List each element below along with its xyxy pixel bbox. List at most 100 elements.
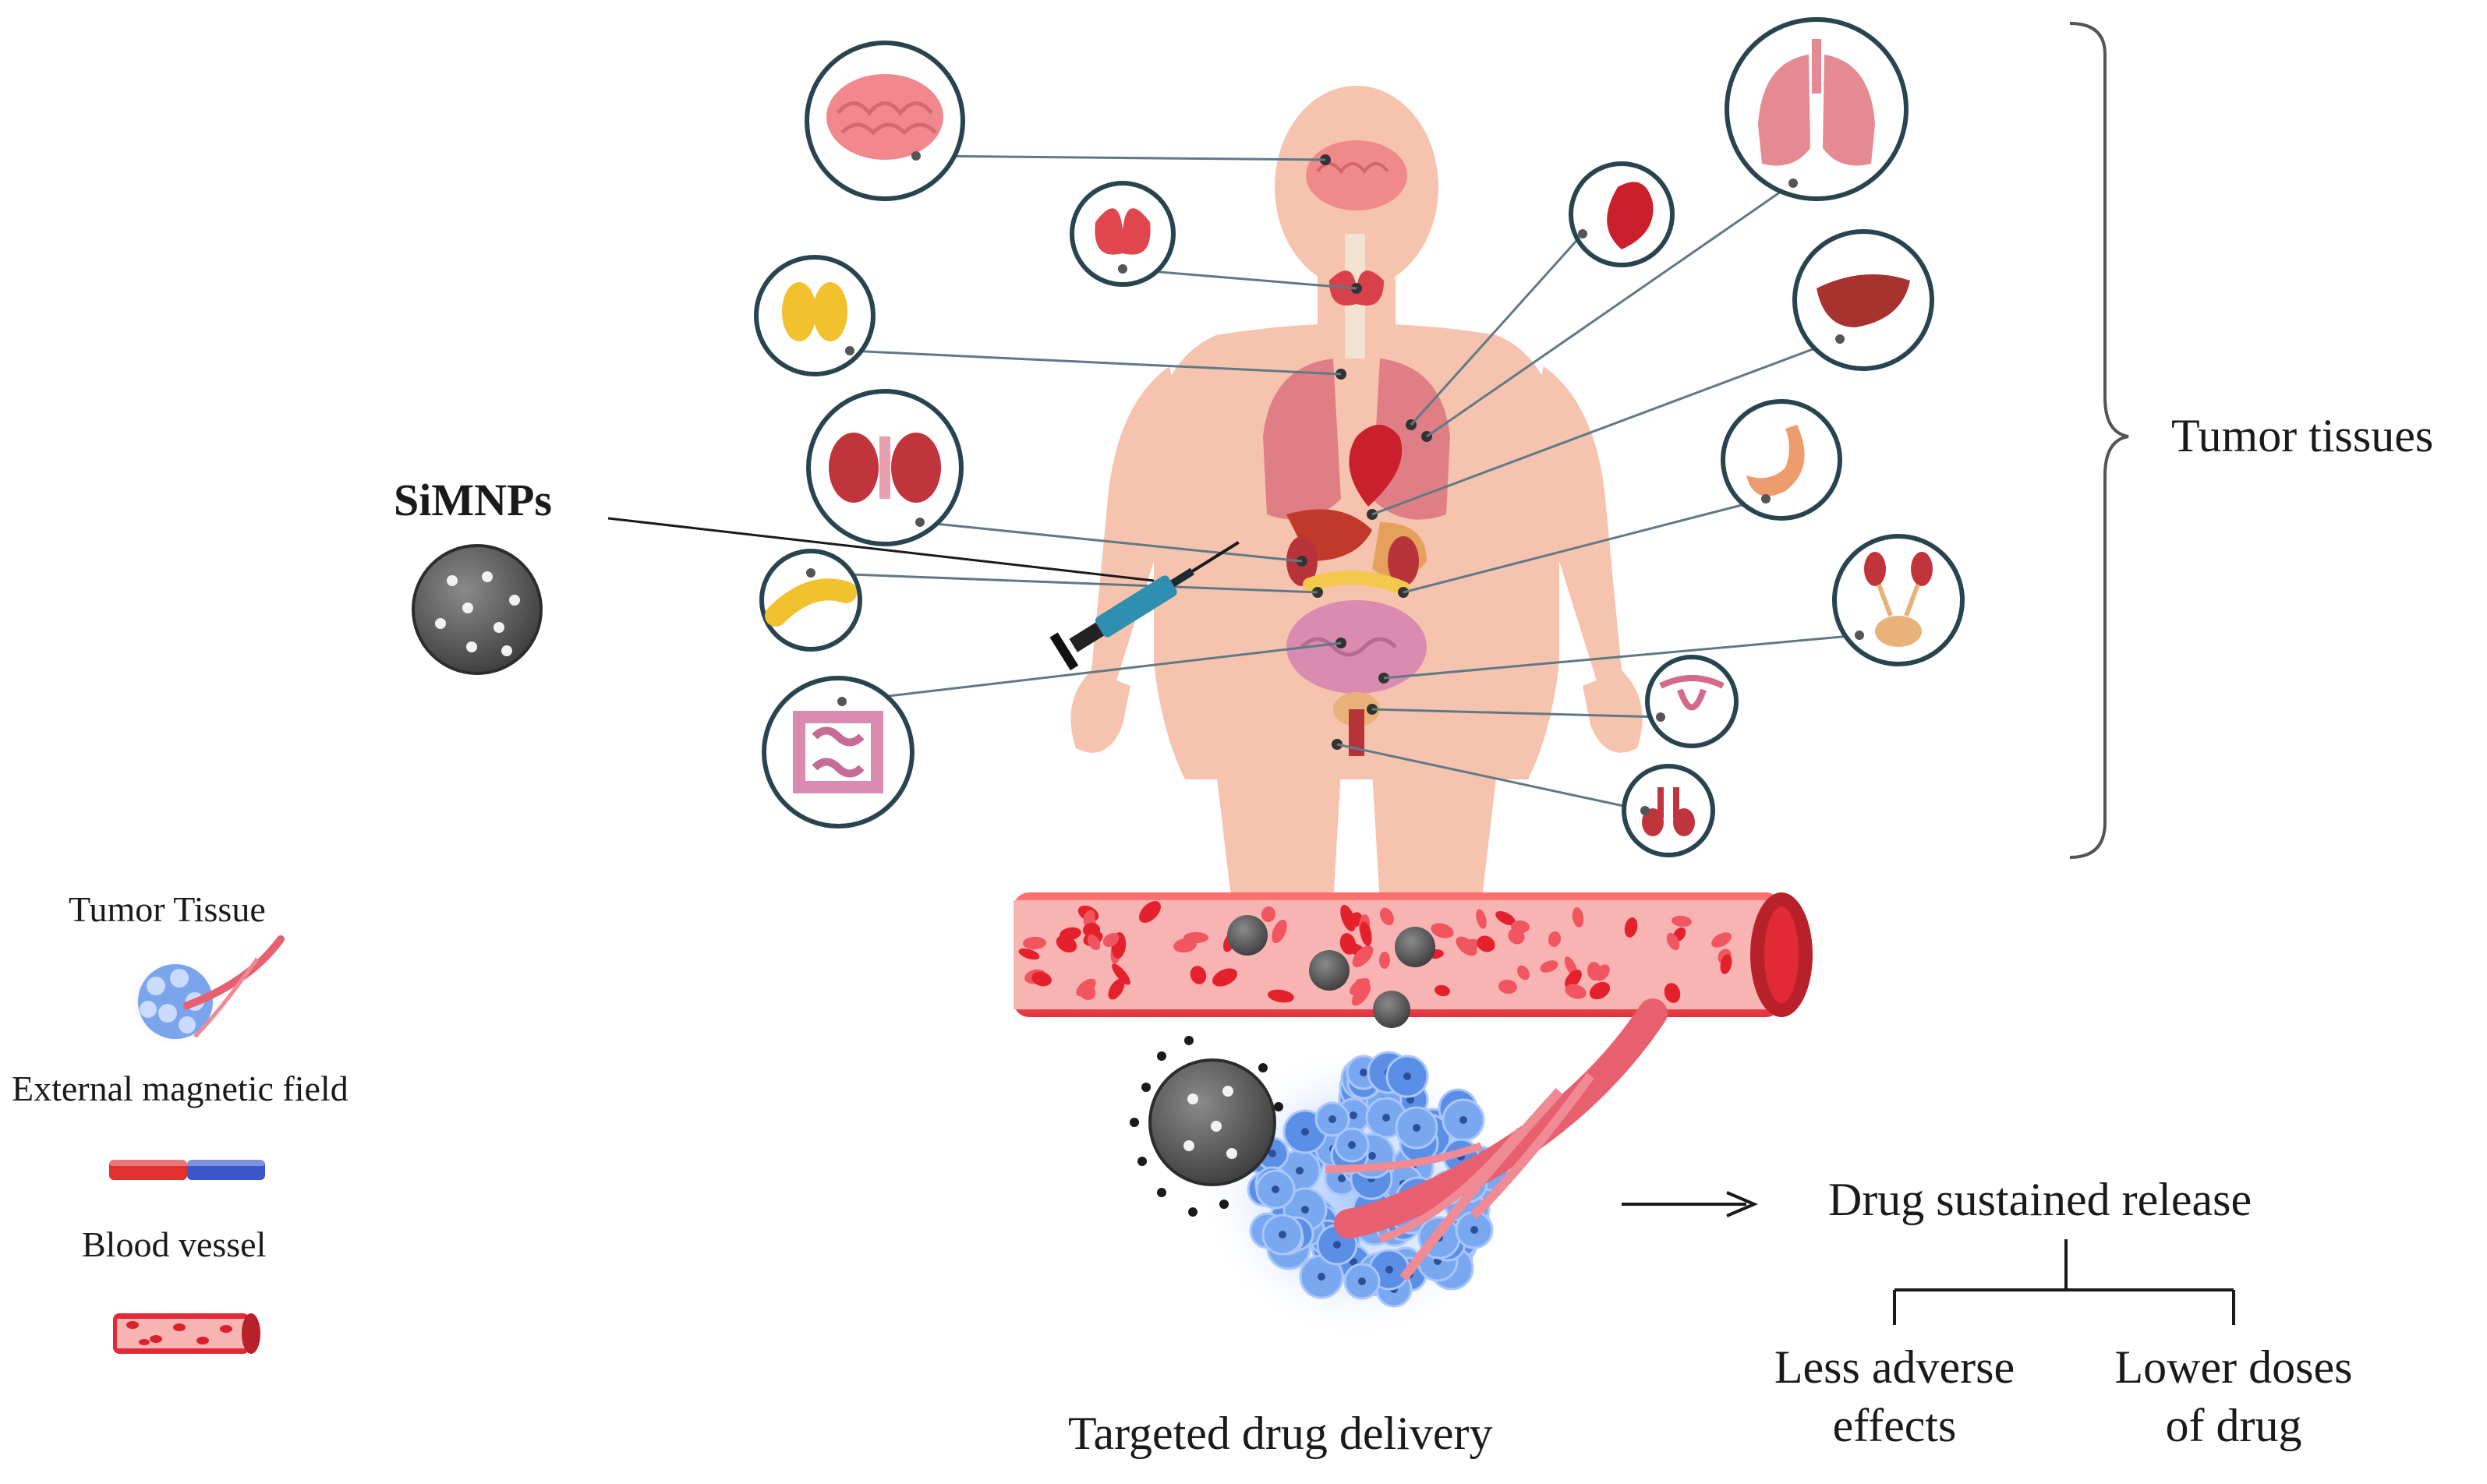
tumor-cell-nucleus	[1368, 1152, 1376, 1160]
red-blood-cell	[1624, 917, 1638, 938]
organ-circle-pancreas	[759, 549, 862, 652]
red-blood-cell	[1060, 927, 1081, 941]
blood-vessel-large	[1014, 892, 1813, 1028]
red-blood-cell	[1087, 934, 1101, 951]
organ-circle-testis	[1622, 764, 1715, 857]
organ-circle-bladder	[1832, 534, 1965, 666]
legend-tumor-tissue-icon	[125, 935, 285, 1048]
organ-circle-intestine	[762, 676, 914, 829]
red-blood-cell	[1587, 962, 1602, 980]
red-blood-cell	[1540, 960, 1558, 973]
simnps-pointer-line	[607, 517, 1155, 582]
organ-circle-stomach	[1721, 399, 1842, 521]
red-blood-cell	[1031, 971, 1052, 987]
tumor-cell-nucleus	[1272, 1185, 1279, 1193]
red-blood-cell	[1565, 970, 1582, 988]
tumor-cell-nucleus	[1301, 1128, 1309, 1136]
red-blood-cell	[1272, 919, 1287, 944]
tumor-cell-nucleus	[1333, 1241, 1341, 1249]
tumor-cell-nucleus	[1382, 1114, 1390, 1122]
red-blood-cell	[1268, 989, 1294, 1003]
nanoparticle-icon	[412, 544, 543, 675]
tumor-cell-nucleus	[1470, 1226, 1478, 1234]
organ-circle-lungs	[1725, 17, 1909, 201]
tumor-cell-nucleus	[1403, 1072, 1411, 1080]
organ-circle-liver	[1792, 229, 1934, 371]
less-adverse-line1: Less adverse	[1774, 1341, 2015, 1393]
tumor-cell-nucleus	[1296, 1167, 1304, 1175]
organ-circle-heart	[1569, 161, 1675, 267]
lower-doses-line2: of drug	[2165, 1400, 2302, 1451]
tumor-cell-nucleus	[1350, 1111, 1357, 1119]
tumor-cell-nucleus	[1350, 1258, 1357, 1266]
red-blood-cell	[1112, 963, 1130, 985]
red-blood-cell	[1339, 933, 1357, 955]
legend-magnet-icon	[109, 1160, 265, 1180]
tumor-cell-nucleus	[1406, 1096, 1414, 1104]
red-blood-cell	[1498, 979, 1517, 995]
tumor-cell-nucleus	[1358, 1277, 1366, 1285]
red-blood-cell	[1018, 948, 1040, 960]
legend-magnetic-field-label: External magnetic field	[12, 1069, 348, 1108]
tumor-tissues-label: Tumor tissues	[2171, 410, 2434, 461]
red-blood-cell	[1352, 945, 1374, 967]
red-blood-cell	[1139, 901, 1161, 923]
tumor-tissue-large	[1130, 998, 1668, 1341]
legend-tumor-tissue-label: Tumor Tissue	[69, 889, 266, 929]
simnps-label: SiMNPs	[394, 475, 552, 525]
red-blood-cell	[1261, 906, 1276, 922]
tumor-cell-nucleus	[1459, 1116, 1467, 1124]
red-blood-cell	[1548, 931, 1562, 947]
red-blood-cell	[1565, 984, 1587, 999]
red-blood-cell	[1077, 983, 1096, 1000]
red-blood-cell	[1108, 978, 1125, 1000]
red-blood-cell	[1572, 907, 1584, 928]
red-blood-cell	[1023, 936, 1046, 950]
red-blood-cell	[1431, 923, 1454, 938]
organ-circle-brain	[805, 41, 965, 201]
red-blood-cell	[1711, 932, 1732, 948]
red-blood-cell	[1476, 909, 1487, 929]
less-adverse-line2: effects	[1832, 1400, 1957, 1451]
sustained-release-label: Drug sustained release	[1828, 1174, 2252, 1225]
red-blood-cell	[1378, 952, 1391, 969]
tumor-cell-nucleus	[1318, 1273, 1325, 1281]
human-body	[1070, 86, 1643, 904]
organ-circle-thyroid	[1070, 181, 1176, 287]
tumor-cell-nucleus	[1328, 1115, 1336, 1123]
release-arrow	[1622, 1191, 1759, 1217]
red-blood-cell	[1666, 932, 1680, 951]
red-blood-cell	[1212, 968, 1237, 987]
red-blood-cell	[1511, 920, 1530, 934]
tumor-cell-nucleus	[1279, 1231, 1286, 1238]
red-blood-cell	[1477, 935, 1495, 952]
outcome-tree	[1893, 1239, 2235, 1325]
organ-circle-uterus	[1645, 655, 1739, 748]
tumor-cell-nucleus	[1348, 1141, 1356, 1149]
syringe-icon	[1049, 541, 1240, 671]
red-blood-cell	[1589, 981, 1611, 1000]
red-blood-cell	[1435, 984, 1450, 997]
tumor-tissues-bracket	[2069, 22, 2129, 859]
red-blood-cell	[1380, 907, 1394, 926]
red-blood-cell	[1102, 933, 1120, 947]
red-blood-cell	[1190, 966, 1207, 984]
red-blood-cell	[1664, 983, 1681, 1003]
red-blood-cell	[1340, 904, 1356, 932]
legend-blood-vessel-icon	[113, 1313, 260, 1354]
leader-lines	[810, 154, 1860, 812]
red-blood-cell	[1360, 921, 1372, 946]
red-blood-cell	[1495, 910, 1516, 926]
targeted-delivery-label: Targeted drug delivery	[1068, 1408, 1493, 1459]
organ-circle-kidney	[806, 389, 964, 546]
red-blood-cell	[1672, 915, 1692, 928]
legend-blood-vessel-label: Blood vessel	[82, 1224, 267, 1264]
tumor-cell-nucleus	[1338, 1175, 1346, 1182]
tumor-cell-nucleus	[1385, 1266, 1393, 1274]
red-blood-cell	[1720, 954, 1732, 974]
lower-doses-line1: Lower doses	[2114, 1341, 2353, 1393]
red-blood-cell	[1355, 978, 1371, 994]
tumor-cell-nucleus	[1360, 1069, 1367, 1076]
